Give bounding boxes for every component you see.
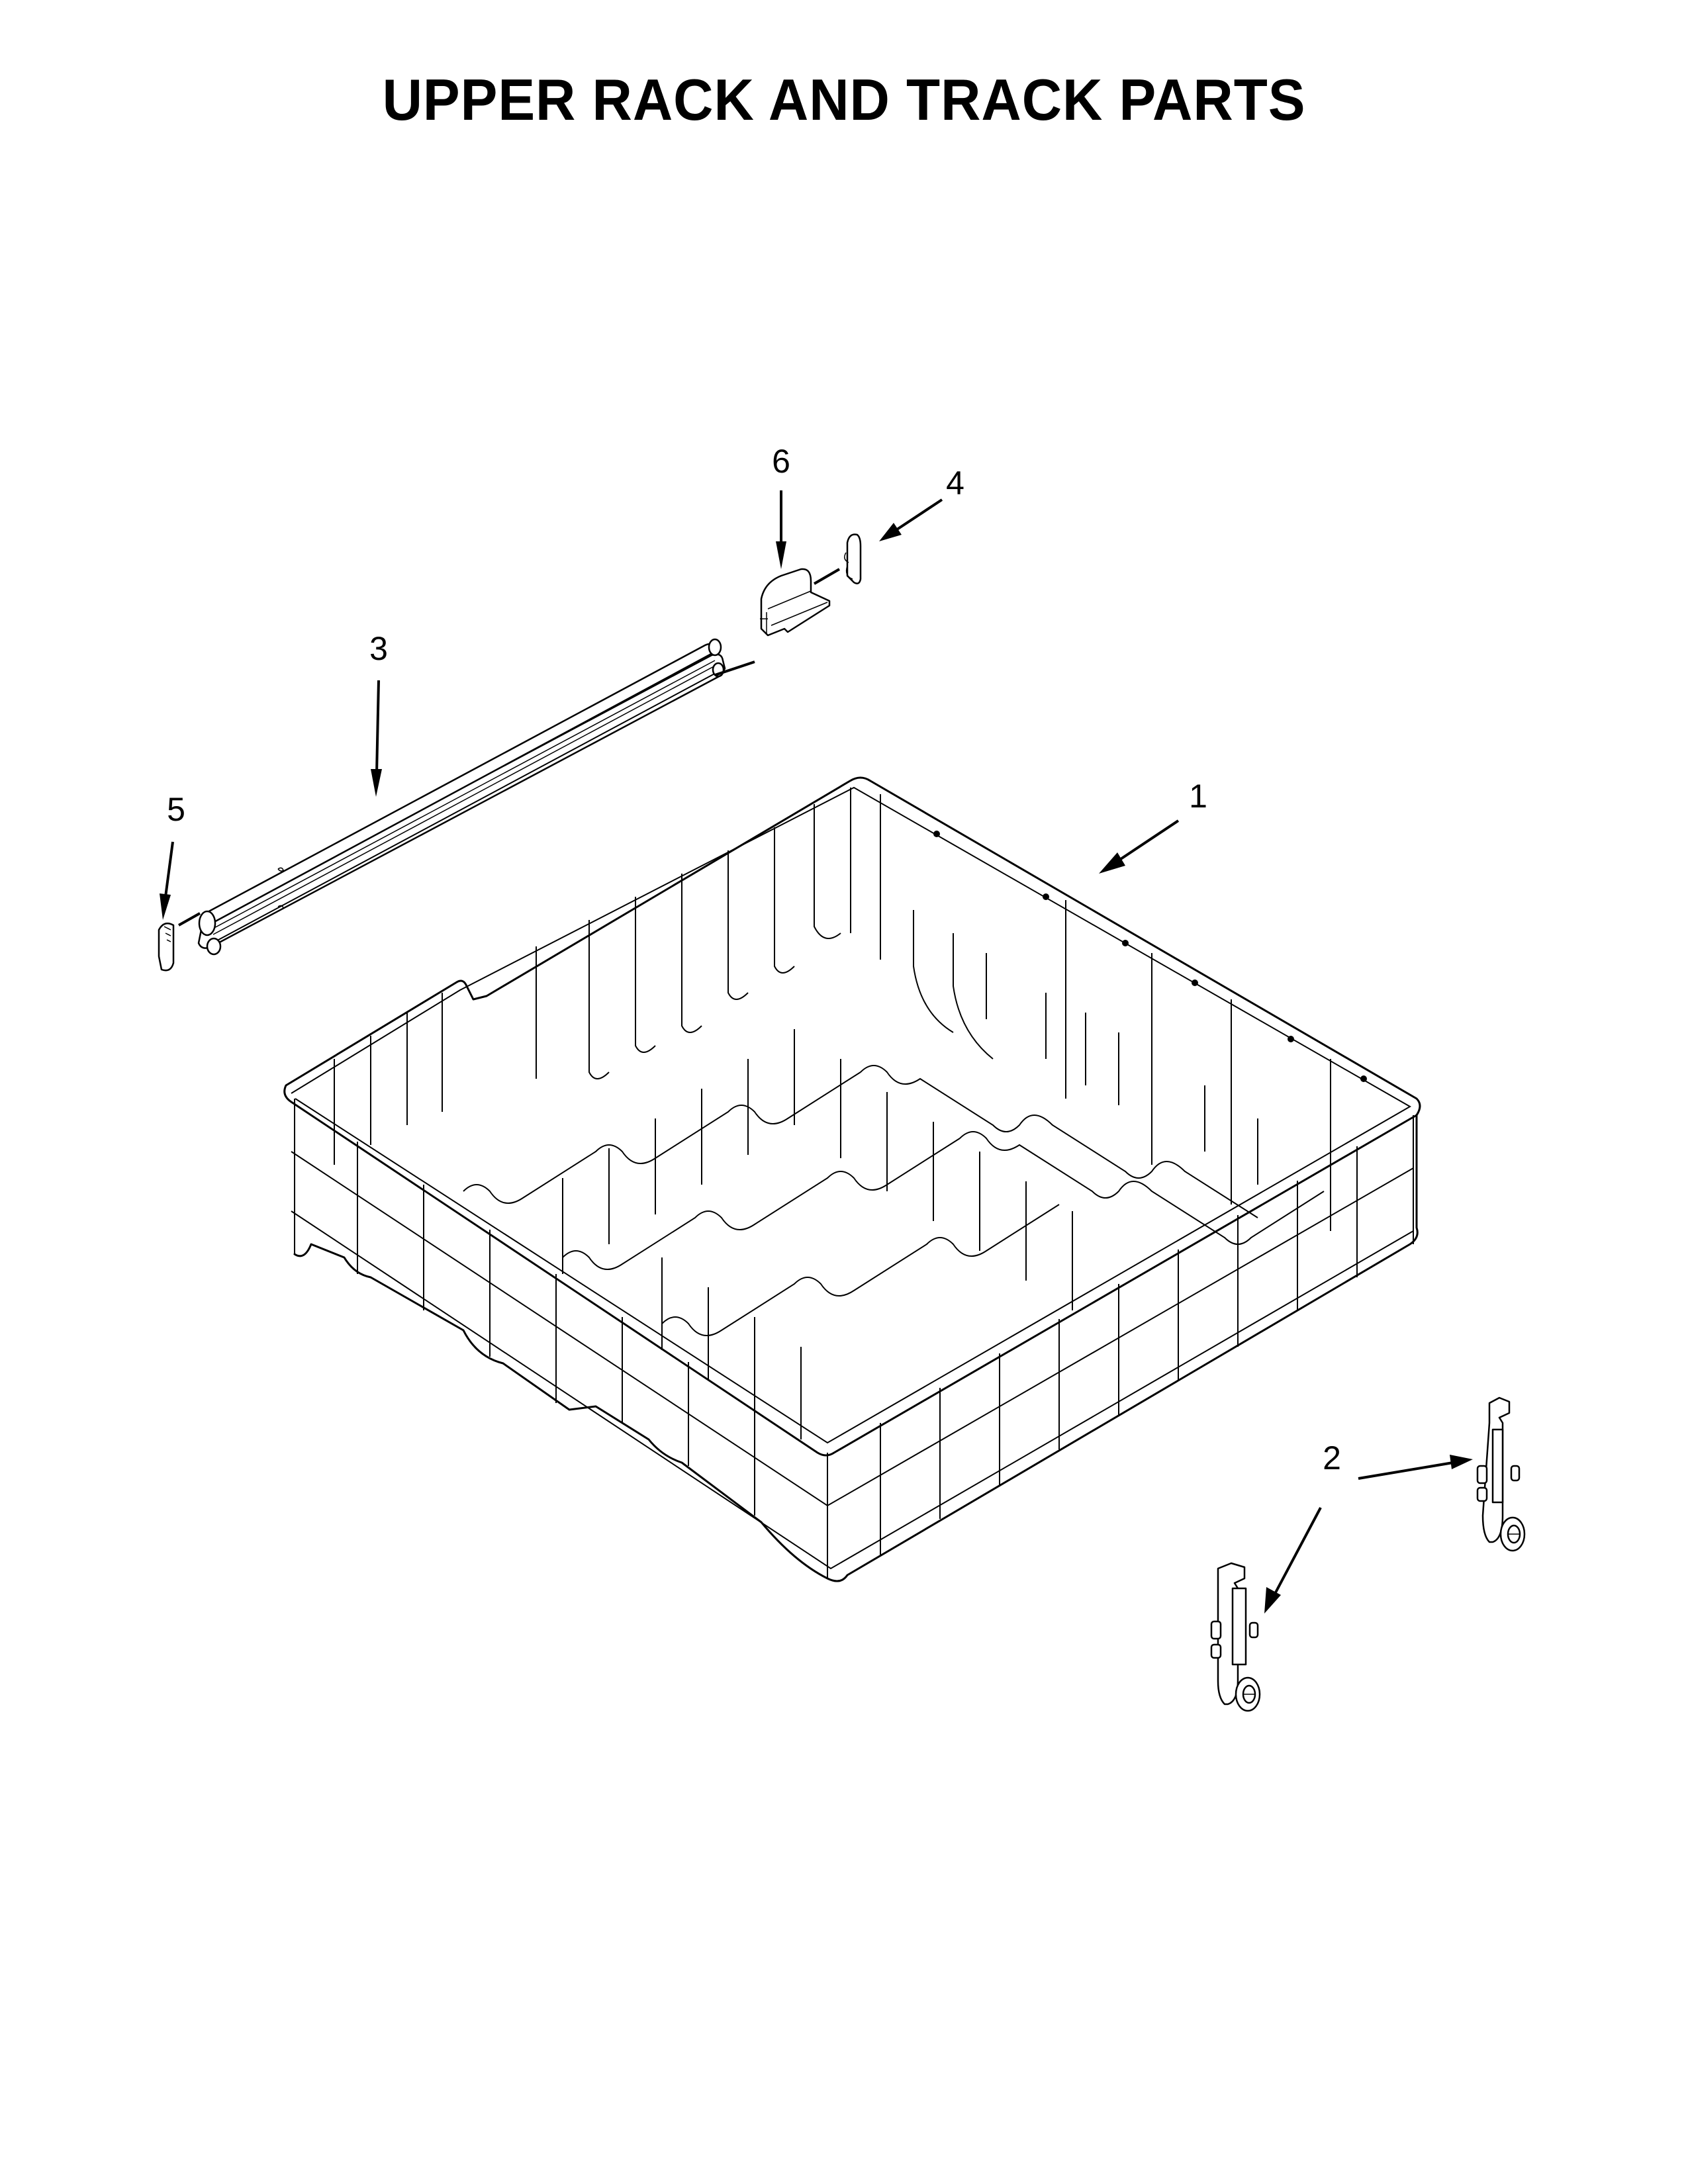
callout-label-6[interactable]: 6	[772, 443, 790, 480]
track-end-stop-clip-part[interactable]	[844, 533, 862, 584]
track-rail-part[interactable]	[197, 638, 726, 956]
callout-label-2[interactable]: 2	[1323, 1439, 1341, 1477]
callout-label-1[interactable]: 1	[1189, 778, 1207, 815]
assembly-guide-lines	[178, 568, 841, 927]
callout-label-5[interactable]: 5	[167, 791, 185, 828]
callout-label-4[interactable]: 4	[946, 465, 964, 502]
callout-arrow-6	[776, 490, 786, 569]
callout-label-3[interactable]: 3	[369, 630, 388, 667]
rack-roller-assembly-right-part[interactable]	[1476, 1396, 1526, 1552]
callout-arrows	[160, 490, 1473, 1614]
track-stop-part[interactable]	[760, 568, 831, 637]
callout-arrow-4	[879, 498, 943, 541]
upper-rack-part[interactable]	[283, 776, 1421, 1582]
callout-arrow-1	[1099, 819, 1180, 874]
callout-arrow-2-left	[1264, 1507, 1322, 1614]
rack-roller-assembly-left-part[interactable]	[1210, 1562, 1261, 1712]
track-end-cap-part[interactable]	[158, 922, 175, 972]
page-title: UPPER RACK AND TRACK PARTS	[382, 67, 1306, 132]
callout-arrow-2-right	[1358, 1455, 1473, 1480]
callout-arrow-5	[160, 841, 174, 920]
callout-arrow-3	[371, 680, 382, 797]
